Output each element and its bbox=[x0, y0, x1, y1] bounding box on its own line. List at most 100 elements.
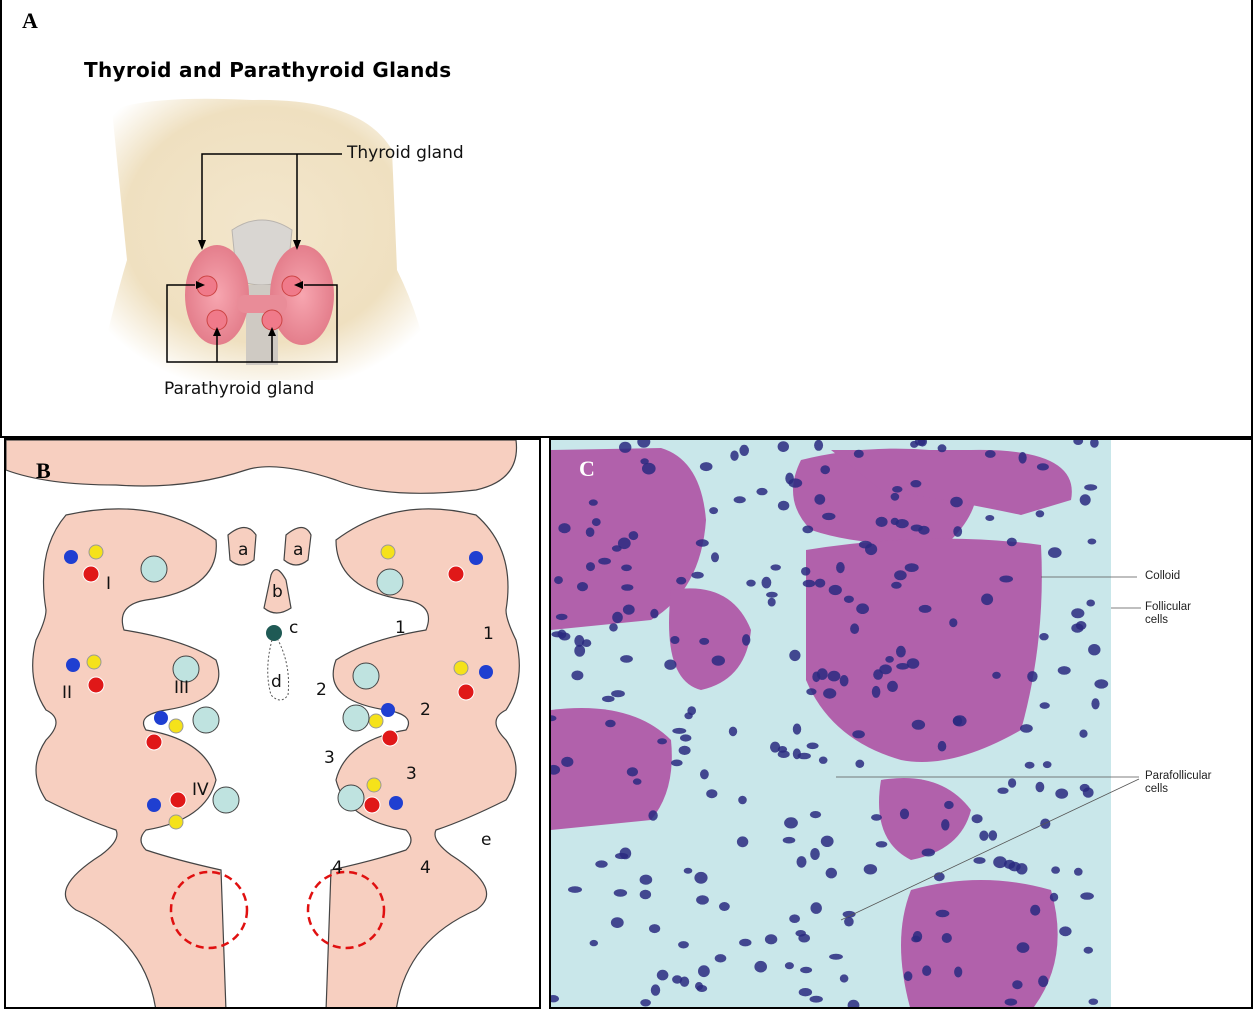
nucleus bbox=[1080, 494, 1091, 505]
nucleus bbox=[1020, 724, 1033, 733]
nucleus bbox=[949, 618, 957, 627]
nucleus bbox=[612, 612, 623, 623]
nucleus bbox=[1050, 893, 1058, 902]
nucleus bbox=[640, 999, 651, 1006]
nucleus bbox=[1048, 547, 1062, 558]
nucleus bbox=[739, 445, 749, 456]
nucleus bbox=[684, 868, 693, 874]
nucleus bbox=[941, 819, 949, 830]
nucleus bbox=[799, 988, 812, 996]
nucleus bbox=[1074, 868, 1083, 876]
nucleus bbox=[856, 603, 869, 614]
nucleus bbox=[892, 486, 902, 493]
nucleus bbox=[614, 889, 627, 897]
nucleus bbox=[697, 985, 708, 992]
blue-cell-dot bbox=[66, 658, 80, 672]
nucleus bbox=[979, 831, 988, 841]
blue-cell-dot bbox=[64, 550, 78, 564]
thyroid-gland-label: Thyroid gland bbox=[347, 143, 464, 163]
nucleus bbox=[821, 836, 834, 847]
yellow-cell-dot bbox=[367, 778, 381, 792]
nucleus bbox=[844, 917, 854, 927]
follicular-cells-label: Follicular cells bbox=[1145, 601, 1191, 627]
nucleus bbox=[814, 494, 825, 505]
nucleus bbox=[871, 814, 882, 821]
nucleus bbox=[992, 672, 1001, 679]
nucleus bbox=[1091, 698, 1099, 709]
label-right-3b: 3 bbox=[406, 764, 417, 784]
nucleus bbox=[1008, 778, 1016, 788]
nucleus bbox=[556, 614, 568, 620]
label-right-2b: 2 bbox=[420, 700, 431, 720]
panel-a-title: Thyroid and Parathyroid Glands bbox=[84, 58, 451, 82]
red-cell-dot bbox=[146, 734, 162, 750]
nucleus bbox=[800, 967, 812, 973]
nucleus bbox=[1094, 679, 1108, 688]
speckled-follicle bbox=[213, 787, 239, 813]
nucleus bbox=[785, 962, 794, 969]
nucleus bbox=[972, 814, 983, 823]
nucleus bbox=[756, 488, 767, 495]
label-right-1a: 1 bbox=[395, 618, 406, 638]
label-right-3a: 3 bbox=[324, 748, 335, 768]
thyroid-right-lobe bbox=[270, 245, 334, 345]
nucleus bbox=[694, 872, 707, 884]
nucleus bbox=[938, 741, 947, 752]
nucleus bbox=[950, 497, 963, 508]
nucleus bbox=[981, 594, 993, 606]
nucleus bbox=[778, 441, 789, 452]
nucleus bbox=[887, 681, 898, 692]
parathyroid-gland-label: Parathyroid gland bbox=[164, 379, 314, 399]
nucleus bbox=[558, 630, 567, 639]
nucleus bbox=[789, 650, 800, 661]
red-cell-dot bbox=[364, 797, 380, 813]
nucleus bbox=[973, 857, 985, 864]
nucleus bbox=[1071, 608, 1084, 618]
nucleus bbox=[771, 564, 781, 570]
nucleus bbox=[912, 720, 925, 730]
histology-micrograph bbox=[551, 440, 1253, 1009]
nucleus bbox=[676, 577, 686, 585]
label-e: e bbox=[481, 830, 491, 850]
nucleus bbox=[598, 558, 611, 565]
nucleus bbox=[657, 970, 669, 981]
speckled-follicle bbox=[377, 569, 403, 595]
nucleus bbox=[1084, 484, 1097, 490]
nucleus bbox=[679, 746, 691, 755]
nucleus bbox=[1084, 947, 1093, 954]
red-cell-dot bbox=[88, 677, 104, 693]
nucleus bbox=[997, 788, 1008, 794]
nucleus bbox=[621, 584, 633, 591]
nucleus bbox=[1036, 510, 1045, 517]
nucleus bbox=[854, 450, 864, 458]
nucleus bbox=[826, 868, 837, 879]
label-right-1b: 1 bbox=[483, 624, 494, 644]
nucleus bbox=[746, 580, 755, 587]
nucleus bbox=[811, 902, 822, 914]
nucleus bbox=[1039, 633, 1048, 640]
nucleus bbox=[819, 757, 828, 764]
nucleus bbox=[836, 562, 845, 573]
blue-cell-dot bbox=[381, 703, 395, 717]
label-a-right: a bbox=[293, 540, 303, 560]
label-roman-3: III bbox=[174, 678, 189, 698]
nucleus bbox=[730, 451, 738, 461]
nucleus bbox=[611, 917, 624, 928]
nucleus bbox=[911, 525, 923, 532]
blue-cell-dot bbox=[154, 711, 168, 725]
speckled-follicle bbox=[353, 663, 379, 689]
nucleus bbox=[1038, 976, 1048, 988]
nucleus bbox=[989, 830, 998, 840]
colloid-label: Colloid bbox=[1145, 570, 1180, 583]
nucleus bbox=[765, 934, 777, 944]
nucleus bbox=[865, 544, 877, 556]
nucleus bbox=[1059, 926, 1071, 936]
nucleus bbox=[810, 848, 820, 860]
panel-a-letter: A bbox=[22, 8, 38, 34]
nucleus bbox=[1009, 862, 1021, 872]
yellow-cell-dot bbox=[381, 545, 395, 559]
nucleus bbox=[1037, 463, 1049, 470]
nucleus bbox=[620, 848, 632, 860]
nucleus bbox=[670, 636, 679, 644]
tissue-top bbox=[6, 440, 517, 493]
